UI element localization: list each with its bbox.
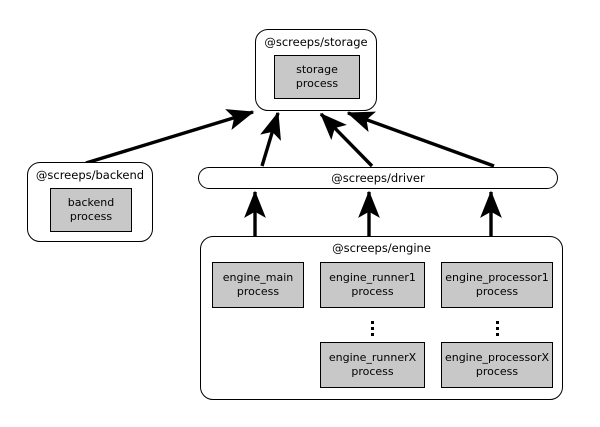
edge-driver-right-to-storage xyxy=(346,111,495,168)
package-engine-label: @screeps/engine xyxy=(332,241,431,255)
process-engine-runnerx[interactable]: engine_runnerX process xyxy=(320,342,425,388)
process-engine-processor1-line2: process xyxy=(475,285,519,298)
package-driver-label: @screeps/driver xyxy=(331,171,425,185)
edge-backend-to-storage xyxy=(85,109,255,165)
process-engine-runnerx-line2: process xyxy=(351,365,394,378)
package-driver[interactable]: @screeps/driver xyxy=(198,167,558,189)
package-storage-label: @screeps/storage xyxy=(264,35,368,49)
process-engine-processor1[interactable]: engine_processor1 process xyxy=(441,262,553,308)
process-engine-runner1[interactable]: engine_runner1 process xyxy=(320,262,425,308)
process-storage-line2: process xyxy=(295,77,339,90)
edge-driver-mid-to-storage xyxy=(319,112,374,168)
process-storage-line1: storage xyxy=(296,63,338,76)
process-engine-main-line1: engine_main xyxy=(222,271,294,284)
package-backend-label: @screeps/backend xyxy=(35,168,145,182)
process-engine-main[interactable]: engine_main process xyxy=(212,262,304,308)
process-storage[interactable]: storage process xyxy=(274,55,360,99)
ellipsis-processor-icon xyxy=(491,318,503,336)
process-engine-processorx[interactable]: engine_processorX process xyxy=(441,342,553,388)
process-engine-runner1-line2: process xyxy=(351,285,394,298)
process-backend-line2: process xyxy=(69,210,113,223)
process-engine-main-line2: process xyxy=(236,285,280,298)
package-engine[interactable]: @screeps/engine engine_main process engi… xyxy=(200,236,563,400)
process-backend-line1: backend xyxy=(67,196,115,209)
package-storage[interactable]: @screeps/storage storage process xyxy=(255,29,377,111)
ellipsis-runner-icon xyxy=(366,318,378,336)
edge-driver-left-to-storage xyxy=(260,111,281,167)
process-engine-runnerx-line1: engine_runnerX xyxy=(328,351,417,364)
package-backend[interactable]: @screeps/backend backend process xyxy=(27,162,153,242)
process-engine-processorx-line1: engine_processorX xyxy=(444,351,550,364)
process-backend[interactable]: backend process xyxy=(50,188,132,232)
process-engine-runner1-line1: engine_runner1 xyxy=(329,271,416,284)
process-engine-processorx-line2: process xyxy=(475,365,519,378)
process-engine-processor1-line1: engine_processor1 xyxy=(445,271,549,284)
